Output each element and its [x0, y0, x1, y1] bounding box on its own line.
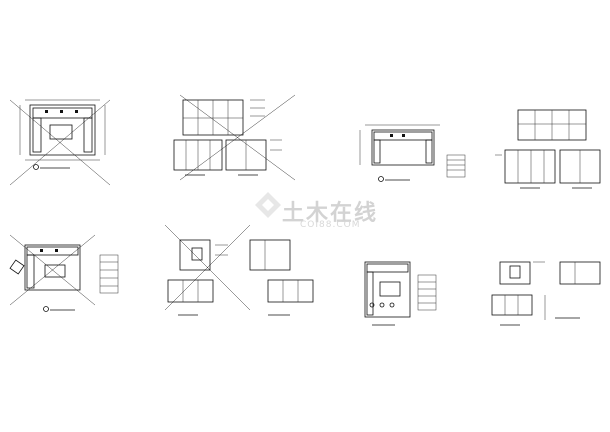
watermark-brand-text: 土木在线 [282, 201, 379, 226]
panel-8-elevation [491, 261, 601, 326]
watermark-logo [255, 192, 281, 218]
panel-6-elevation [164, 224, 314, 316]
panel-3-plan [359, 124, 466, 182]
panel-5-plan [9, 234, 119, 312]
panel-1-plan [9, 99, 111, 186]
panel-4-elevation [495, 109, 601, 189]
panel-2-elevation [173, 94, 296, 181]
watermark-sub-text: COI88.COM [300, 220, 361, 230]
panel-7-plan [364, 261, 437, 326]
